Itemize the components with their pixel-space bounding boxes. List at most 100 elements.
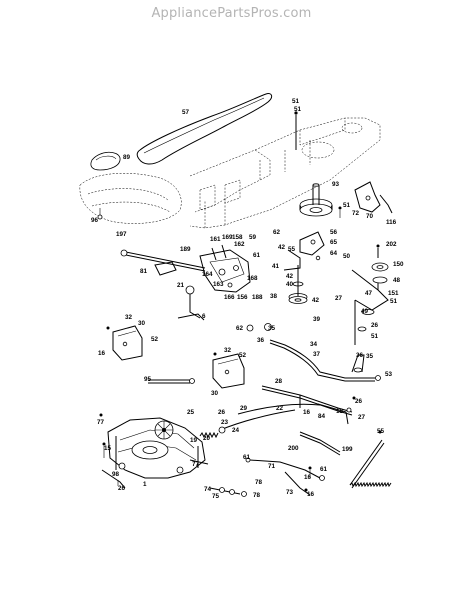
callout-c48[interactable]: 48 [393, 277, 401, 284]
callout-c30b[interactable]: 30 [211, 390, 219, 397]
callout-c35b[interactable]: 35 [366, 353, 374, 360]
callout-c166[interactable]: 166 [224, 294, 235, 301]
pivot-arm-36-35[interactable] [351, 354, 381, 381]
callout-c41[interactable]: 41 [272, 263, 280, 270]
callout-c156[interactable]: 156 [237, 294, 248, 301]
callout-c199[interactable]: 199 [342, 446, 353, 453]
left-support-bracket[interactable] [106, 325, 143, 361]
engine-pulley[interactable] [299, 183, 333, 217]
callout-c52a[interactable]: 52 [151, 336, 159, 343]
speed-control-bracket[interactable] [283, 231, 325, 271]
transaxle-spring[interactable] [199, 426, 226, 439]
cooling-fan[interactable] [154, 420, 174, 440]
callout-c1[interactable]: 1 [143, 481, 147, 488]
idler-arm[interactable] [351, 262, 389, 345]
callout-c169[interactable]: 169 [222, 234, 233, 241]
callout-c65[interactable]: 65 [330, 239, 338, 246]
callout-c32a[interactable]: 32 [125, 314, 133, 321]
callout-c61c[interactable]: 61 [320, 466, 328, 473]
callout-c36a[interactable]: 36 [257, 337, 265, 344]
callout-c26a[interactable]: 26 [371, 322, 379, 329]
callout-c16d[interactable]: 16 [307, 491, 315, 498]
callout-c116[interactable]: 116 [386, 219, 397, 226]
callout-c35a[interactable]: 35 [268, 325, 276, 332]
callout-c162[interactable]: 162 [234, 241, 245, 248]
brake-rod[interactable] [219, 403, 352, 431]
callout-c37[interactable]: 37 [313, 351, 321, 358]
callout-c26d[interactable]: 26 [118, 485, 126, 492]
callout-c77b[interactable]: 77 [192, 461, 200, 468]
callout-c200[interactable]: 200 [288, 445, 299, 452]
callout-c39[interactable]: 39 [313, 316, 321, 323]
callout-c202[interactable]: 202 [386, 241, 397, 248]
pedal-cap[interactable] [90, 151, 121, 171]
callout-c51c[interactable]: 51 [343, 202, 351, 209]
callout-c189[interactable]: 189 [180, 246, 191, 253]
callout-c34[interactable]: 34 [310, 341, 318, 348]
callout-c74[interactable]: 74 [204, 486, 212, 493]
callout-c51d[interactable]: 51 [390, 298, 398, 305]
rod-95[interactable] [148, 378, 195, 384]
callout-c64[interactable]: 64 [330, 250, 338, 257]
callout-c78a[interactable]: 78 [255, 479, 263, 486]
idler-bracket[interactable] [354, 181, 393, 214]
callout-c84[interactable]: 84 [318, 413, 326, 420]
callout-c163[interactable]: 163 [213, 281, 224, 288]
callout-c30a[interactable]: 30 [138, 320, 146, 327]
callout-c197[interactable]: 197 [116, 231, 127, 238]
callout-c57[interactable]: 57 [182, 109, 190, 116]
callout-c49[interactable]: 49 [361, 308, 369, 315]
callout-c72[interactable]: 72 [352, 210, 360, 217]
callout-c36b[interactable]: 36 [356, 352, 364, 359]
callout-c70[interactable]: 70 [366, 213, 374, 220]
callout-c62b[interactable]: 62 [236, 325, 244, 332]
callout-c61a[interactable]: 61 [253, 252, 261, 259]
callout-c51b[interactable]: 51 [294, 106, 302, 113]
callout-c55[interactable]: 55 [288, 246, 296, 253]
callout-c75[interactable]: 75 [212, 493, 220, 500]
callout-c98[interactable]: 98 [112, 471, 120, 478]
callout-c32b[interactable]: 32 [224, 347, 232, 354]
callout-c16b[interactable]: 16 [303, 409, 311, 416]
callout-c23[interactable]: 23 [221, 419, 229, 426]
callout-c42b[interactable]: 42 [286, 273, 294, 280]
callout-c151[interactable]: 151 [388, 290, 399, 297]
callout-c95[interactable]: 95 [144, 376, 152, 383]
callout-c61b[interactable]: 61 [243, 454, 251, 461]
callout-c26b[interactable]: 26 [355, 398, 363, 405]
idler-pulley-stack[interactable] [288, 265, 308, 304]
callout-c168[interactable]: 168 [247, 275, 258, 282]
callout-c28[interactable]: 28 [275, 378, 283, 385]
callout-c81[interactable]: 81 [140, 268, 148, 275]
callout-c24[interactable]: 24 [232, 427, 240, 434]
callout-c158[interactable]: 158 [232, 234, 243, 241]
callout-c38[interactable]: 38 [270, 293, 278, 300]
callout-c77a[interactable]: 77 [97, 419, 105, 426]
callout-c26c[interactable]: 26 [218, 409, 226, 416]
clutch-rod[interactable] [246, 323, 375, 382]
callout-c52b[interactable]: 52 [239, 352, 247, 359]
callout-c96[interactable]: 96 [91, 217, 99, 224]
center-support-bracket[interactable] [212, 352, 245, 389]
callout-c40a[interactable]: 40 [286, 281, 294, 288]
callout-c42c[interactable]: 42 [312, 297, 320, 304]
callout-c18[interactable]: 18 [336, 408, 344, 415]
drive-belt[interactable] [136, 93, 273, 165]
callout-c53[interactable]: 53 [385, 371, 393, 378]
callout-c20[interactable]: 20 [203, 435, 211, 442]
callout-c56[interactable]: 56 [330, 229, 338, 236]
callout-c15[interactable]: 15 [104, 445, 112, 452]
callout-c50[interactable]: 50 [343, 253, 351, 260]
callout-c71[interactable]: 71 [268, 463, 276, 470]
callout-c73[interactable]: 73 [286, 489, 294, 496]
callout-c161[interactable]: 161 [210, 236, 221, 243]
callout-c21[interactable]: 21 [177, 282, 185, 289]
callout-c42a[interactable]: 42 [278, 244, 286, 251]
callout-c62[interactable]: 62 [273, 229, 281, 236]
callout-c59[interactable]: 59 [249, 234, 257, 241]
brake-lever[interactable] [245, 431, 341, 496]
shift-link[interactable] [177, 285, 205, 321]
callout-c51a[interactable]: 51 [292, 98, 300, 105]
callout-c6[interactable]: 6 [202, 313, 206, 320]
callout-c55b[interactable]: 55 [377, 428, 385, 435]
